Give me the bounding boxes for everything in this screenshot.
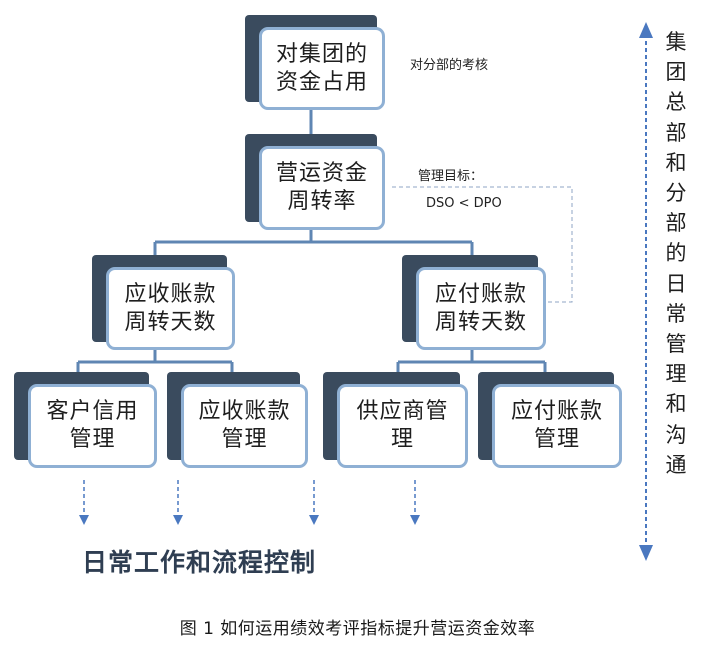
downward-arrows — [83, 480, 416, 516]
node-working-capital-turnover-label: 营运资金 周转率 — [275, 161, 368, 214]
side-char: 通 — [665, 452, 687, 477]
node-payable-turnover-days-label: 应付账款 周转天数 — [434, 281, 527, 335]
vertical-arrowhead-down — [639, 545, 653, 561]
management-target-formula: DSO < DPO — [426, 196, 502, 211]
node-receivable-management-label: 应收账款 管理 — [198, 399, 291, 452]
node-receivable-turnover-days-label: 应收账款 周转天数 — [124, 281, 217, 335]
side-char: 常 — [665, 301, 687, 326]
dashed-target-link — [392, 186, 573, 303]
down-arrowhead-2 — [173, 515, 183, 525]
side-char: 的 — [665, 241, 687, 266]
branch-assessment-note: 对分部的考核 — [410, 58, 489, 73]
down-arrowhead-1 — [79, 515, 89, 525]
node-receivable-turnover-days: 应收账款 周转天数 — [92, 255, 235, 350]
down-arrowhead-3 — [309, 515, 319, 525]
side-vertical-label: 集 团 总 部 和 分 部 的 日 常 管 理 和 沟 通 — [664, 27, 688, 480]
node-customer-credit-management: 客户信用 管理 — [14, 372, 157, 468]
side-char: 集 — [665, 30, 687, 54]
node-payable-management-label: 应付账款 管理 — [510, 399, 603, 452]
side-char: 分 — [665, 181, 687, 206]
side-char: 部 — [665, 211, 687, 236]
node-capital-occupation: 对集团的 资金占用 — [245, 15, 385, 110]
side-char: 和 — [665, 150, 687, 175]
side-char: 理 — [665, 362, 687, 387]
node-working-capital-turnover: 营运资金 周转率 — [245, 134, 385, 230]
side-char: 沟 — [665, 422, 687, 447]
side-char: 日 — [665, 271, 687, 296]
side-char: 团 — [665, 60, 687, 85]
side-char: 总 — [665, 90, 687, 115]
side-char: 和 — [665, 392, 687, 417]
side-char: 部 — [665, 120, 687, 145]
node-customer-credit-management-label: 客户信用 管理 — [46, 399, 139, 452]
node-supplier-management-label: 供应商管 理 — [356, 399, 449, 452]
node-receivable-management: 应收账款 管理 — [167, 372, 308, 468]
management-target-label: 管理目标： — [418, 169, 484, 184]
node-capital-occupation-label: 对集团的 资金占用 — [275, 41, 368, 95]
node-supplier-management: 供应商管 理 — [323, 372, 468, 468]
figure-caption: 图 1 如何运用绩效考评指标提升营运资金效率 — [179, 619, 536, 639]
down-arrowhead-4 — [410, 515, 420, 525]
node-payable-management: 应付账款 管理 — [478, 372, 622, 468]
node-payable-turnover-days: 应付账款 周转天数 — [402, 255, 546, 350]
vertical-arrowhead-up — [639, 22, 653, 38]
side-char: 管 — [665, 332, 687, 357]
daily-work-process-control-label: 日常工作和流程控制 — [82, 548, 317, 577]
